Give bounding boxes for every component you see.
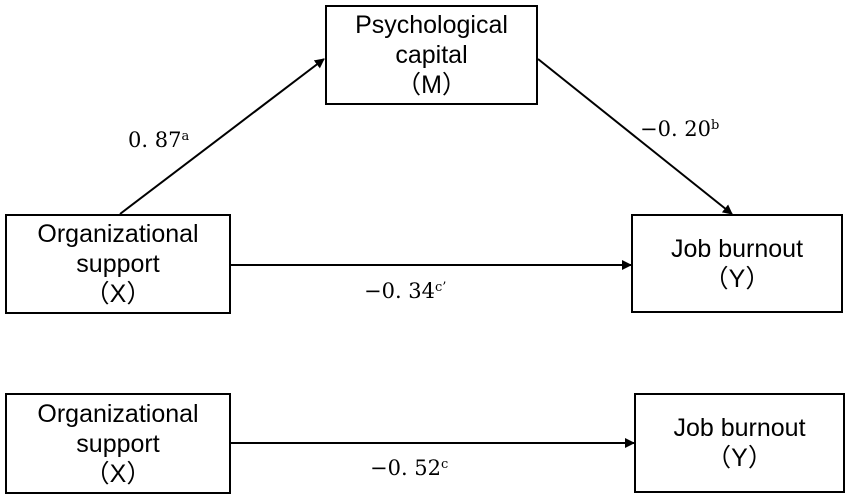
total-predictor-label-line1: Organizational — [37, 399, 199, 428]
predictor-label-line2: support — [76, 250, 160, 278]
mediator-label-line3: （M） — [396, 71, 467, 99]
mediator-label-line2: capital — [395, 41, 468, 69]
predictor-label-line3: （X） — [84, 280, 152, 308]
arrow-path-b — [537, 58, 733, 215]
total-outcome-label-line1: Job burnout — [673, 414, 806, 442]
path-a-coefficient: 0. 87a — [128, 128, 189, 152]
path-b-value: −0. 20 — [640, 117, 712, 141]
outcome-box: Job burnout （Y） — [631, 214, 843, 313]
outcome-label-line1: Job burnout — [670, 234, 804, 263]
total-effect-outcome-box: Job burnout （Y） — [634, 393, 845, 493]
mediator-box: Psychological capital （M） — [325, 5, 538, 105]
total-effect-predictor-box: Organizational support （X） — [5, 393, 231, 494]
path-c-coefficient: −0. 52c — [370, 456, 448, 480]
predictor-box: Organizational support （X） — [5, 214, 231, 314]
path-b-superscript: b — [711, 118, 720, 133]
path-c-prime-coefficient: −0. 34c’ — [364, 279, 446, 303]
path-a-superscript: a — [181, 129, 190, 144]
predictor-label-line1: Organizational — [37, 220, 199, 248]
mediator-label-line1: Psychological — [355, 11, 508, 39]
path-c-value: −0. 52 — [370, 456, 442, 480]
total-outcome-label-line2: （Y） — [706, 444, 773, 472]
outcome-label-line2: （Y） — [703, 264, 771, 293]
path-c-prime-superscript: c’ — [435, 280, 447, 295]
total-predictor-label-line3: （X） — [84, 459, 152, 488]
path-c-prime-value: −0. 34 — [364, 279, 436, 303]
path-b-coefficient: −0. 20b — [640, 117, 719, 141]
total-predictor-label-line2: support — [76, 429, 160, 458]
path-c-superscript: c — [441, 457, 449, 472]
path-a-value: 0. 87 — [128, 128, 182, 152]
arrow-path-a — [119, 58, 325, 215]
